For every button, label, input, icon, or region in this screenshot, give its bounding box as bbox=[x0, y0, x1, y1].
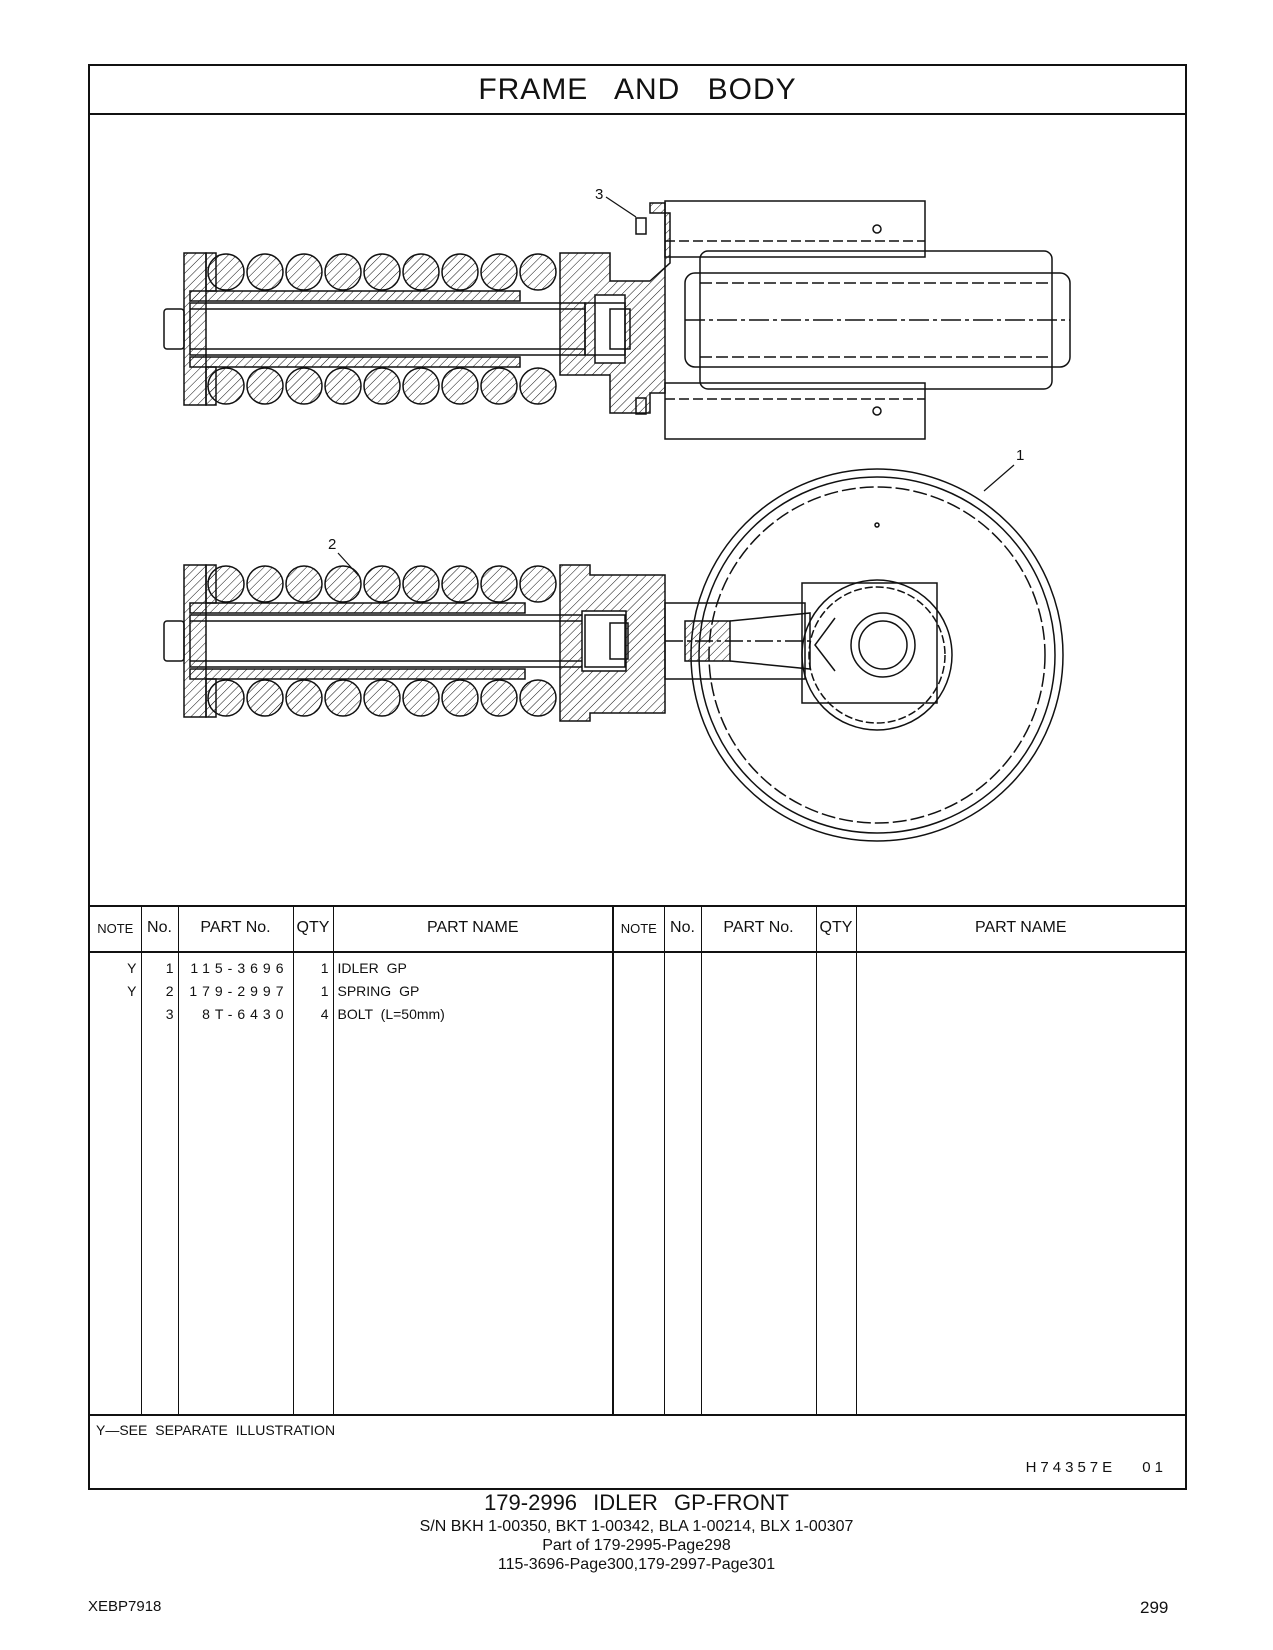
exploded-drawing: 3 bbox=[90, 113, 1185, 907]
note-column: Y Y bbox=[90, 952, 142, 1414]
table-row-note bbox=[94, 1003, 137, 1026]
header-no: No. bbox=[141, 905, 179, 953]
parts-table: NOTE No. PART No. QTY PART NAME NOTE No.… bbox=[90, 905, 1185, 1414]
header-part-no-right: PART No. bbox=[701, 905, 817, 953]
header-no-right: No. bbox=[664, 905, 702, 953]
note-column-right bbox=[613, 952, 665, 1414]
header-part-name-right: PART NAME bbox=[856, 905, 1185, 953]
reference-code: H74357E 01 bbox=[1025, 1459, 1167, 1476]
table-row-part-name: IDLER GP bbox=[337, 960, 407, 976]
parts-sheet: FRAME AND BODY bbox=[88, 64, 1187, 1490]
top-spring-assembly bbox=[163, 200, 1071, 440]
page-title: FRAME AND BODY bbox=[90, 66, 1185, 115]
table-row-qty: 1 bbox=[320, 983, 329, 999]
footer-divider bbox=[90, 1414, 1185, 1416]
caption-serials: S/N BKH 1-00350, BKT 1-00342, BLA 1-0021… bbox=[419, 1518, 854, 1535]
table-row-qty: 4 bbox=[320, 1006, 329, 1022]
table-row-qty: 1 bbox=[320, 960, 329, 976]
table-row-part-no: 115-3696 bbox=[190, 960, 289, 976]
page-number: 299 bbox=[1140, 1598, 1169, 1617]
header-part-name: PART NAME bbox=[333, 905, 614, 953]
table-row-no: 2 bbox=[165, 983, 174, 999]
callout-1: 1 bbox=[1016, 447, 1024, 464]
table-row-part-name: SPRING GP bbox=[337, 983, 420, 999]
no-column-right bbox=[664, 952, 702, 1414]
table-row-part-name: BOLT (L=50mm) bbox=[337, 1006, 445, 1022]
table-row-no: 3 bbox=[165, 1006, 174, 1022]
table-row-note: Y bbox=[127, 983, 137, 999]
caption-part-of: Part of 179-2995-Page298 bbox=[542, 1537, 731, 1554]
table-row-no: 1 bbox=[165, 960, 174, 976]
part-name-column-right bbox=[856, 952, 1185, 1414]
table-row-part-no: 8T-6430 bbox=[202, 1006, 289, 1022]
table-row-part-no: 179-2997 bbox=[189, 983, 289, 999]
part-no-column-right bbox=[701, 952, 817, 1414]
table-row-note: Y bbox=[127, 960, 137, 976]
no-column: 1 2 3 bbox=[141, 952, 179, 1414]
header-qty-right: QTY bbox=[816, 905, 857, 953]
callout-3: 3 bbox=[595, 186, 603, 203]
document-id: XEBP7918 bbox=[88, 1598, 162, 1615]
footnote: Y—SEE SEPARATE ILLUSTRATION bbox=[96, 1422, 336, 1438]
header-part-no: PART No. bbox=[178, 905, 294, 953]
qty-column: 1 1 4 bbox=[293, 952, 334, 1414]
qty-column-right bbox=[816, 952, 857, 1414]
header-qty: QTY bbox=[293, 905, 334, 953]
part-no-column: 115-3696 179-2997 8T-6430 bbox=[178, 952, 294, 1414]
callout-2: 2 bbox=[328, 536, 336, 553]
header-note-right: NOTE bbox=[613, 905, 665, 953]
caption-title: 179-2996 IDLER GP-FRONT bbox=[484, 1490, 789, 1515]
bottom-idler-assembly bbox=[163, 468, 1064, 842]
header-note: NOTE bbox=[90, 905, 142, 953]
caption-references: 115-3696-Page300,179-2997-Page301 bbox=[497, 1556, 776, 1573]
part-name-column: IDLER GP SPRING GP BOLT (L=50mm) bbox=[333, 952, 614, 1414]
